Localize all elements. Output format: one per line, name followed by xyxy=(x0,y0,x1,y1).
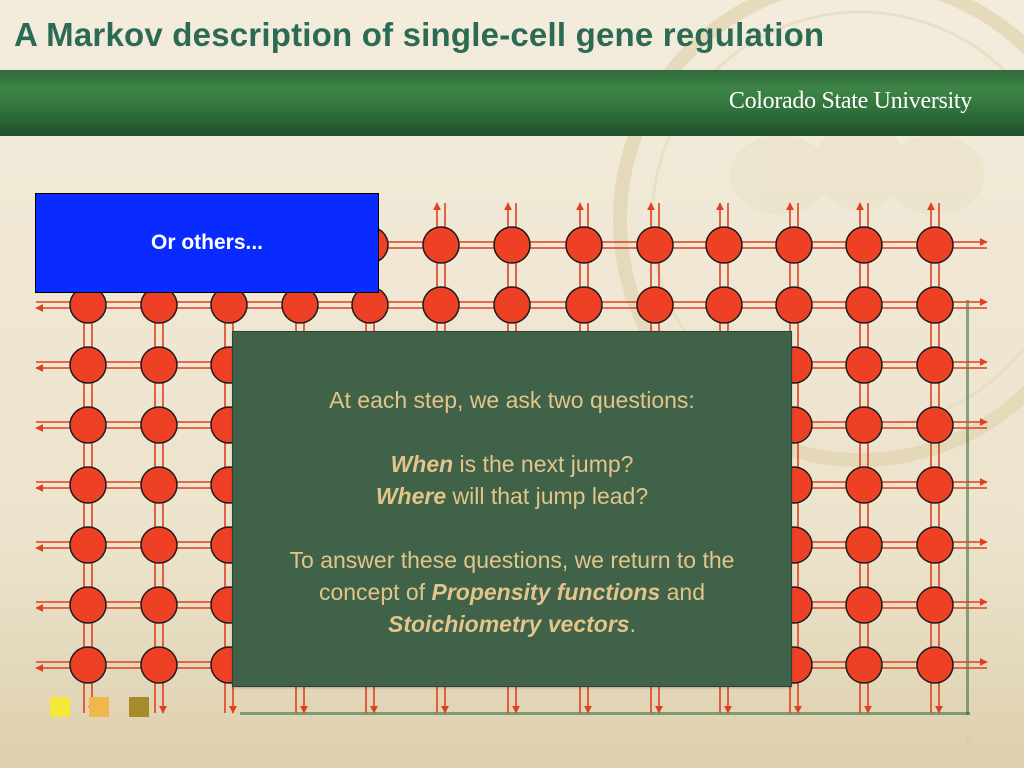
state-node xyxy=(845,466,883,504)
state-node xyxy=(916,286,954,324)
info-when-emphasis: When xyxy=(390,451,454,477)
state-node xyxy=(140,466,178,504)
info-para-end: . xyxy=(629,611,636,637)
info-box: At each step, we ask two questions: When… xyxy=(232,331,792,687)
info-line-1: At each step, we ask two questions: xyxy=(329,387,695,413)
state-node xyxy=(845,226,883,264)
state-node xyxy=(140,406,178,444)
state-node xyxy=(565,286,603,324)
state-node xyxy=(493,226,531,264)
info-when-rest: is the next jump? xyxy=(453,451,634,477)
state-node xyxy=(845,286,883,324)
info-where-emphasis: Where xyxy=(375,483,447,509)
header-band: Colorado State University xyxy=(0,70,1024,136)
info-stoichiometry-emphasis: Stoichiometry vectors xyxy=(388,611,630,637)
state-node xyxy=(636,286,674,324)
state-node xyxy=(140,586,178,624)
state-node xyxy=(775,226,813,264)
info-para-line-3: Stoichiometry vectors. xyxy=(233,608,791,640)
state-node xyxy=(69,346,107,384)
info-propensity-emphasis: Propensity functions xyxy=(431,579,661,605)
state-node xyxy=(493,286,531,324)
state-node xyxy=(705,226,743,264)
state-node xyxy=(916,346,954,384)
state-node xyxy=(845,586,883,624)
info-question-where: Where will that jump lead? xyxy=(233,480,791,512)
state-node xyxy=(140,346,178,384)
state-node xyxy=(69,406,107,444)
info-para-mid: concept of xyxy=(318,579,432,605)
state-node xyxy=(845,526,883,564)
state-node xyxy=(916,406,954,444)
slide-title: A Markov description of single-cell gene… xyxy=(14,16,825,53)
state-node xyxy=(422,226,460,264)
callout-box: Or others... xyxy=(35,193,379,293)
state-node xyxy=(636,226,674,264)
decor-square-olive xyxy=(129,697,149,717)
state-node xyxy=(916,646,954,684)
state-node xyxy=(916,226,954,264)
info-question-when: When is the next jump? xyxy=(233,448,791,480)
state-node xyxy=(845,346,883,384)
state-node xyxy=(775,286,813,324)
page-number: 9 xyxy=(965,734,972,746)
state-node xyxy=(69,646,107,684)
state-node xyxy=(140,646,178,684)
state-node xyxy=(140,526,178,564)
state-node xyxy=(845,406,883,444)
info-para-and: and xyxy=(660,579,706,605)
state-node xyxy=(69,586,107,624)
state-node xyxy=(705,286,743,324)
university-wordmark: Colorado State University xyxy=(728,88,972,114)
state-node xyxy=(845,646,883,684)
state-node xyxy=(422,286,460,324)
state-node xyxy=(565,226,603,264)
state-node xyxy=(69,526,107,564)
state-node xyxy=(916,466,954,504)
decor-square-yellow xyxy=(50,697,70,717)
info-para-line-1: To answer these questions, we return to … xyxy=(289,547,735,573)
info-para-line-2: concept of Propensity functions and xyxy=(233,576,791,608)
callout-text: Or others... xyxy=(150,231,264,254)
state-node xyxy=(69,466,107,504)
state-node xyxy=(916,586,954,624)
decor-square-orange xyxy=(89,697,109,717)
state-node xyxy=(916,526,954,564)
info-where-rest: will that jump lead? xyxy=(446,483,649,509)
